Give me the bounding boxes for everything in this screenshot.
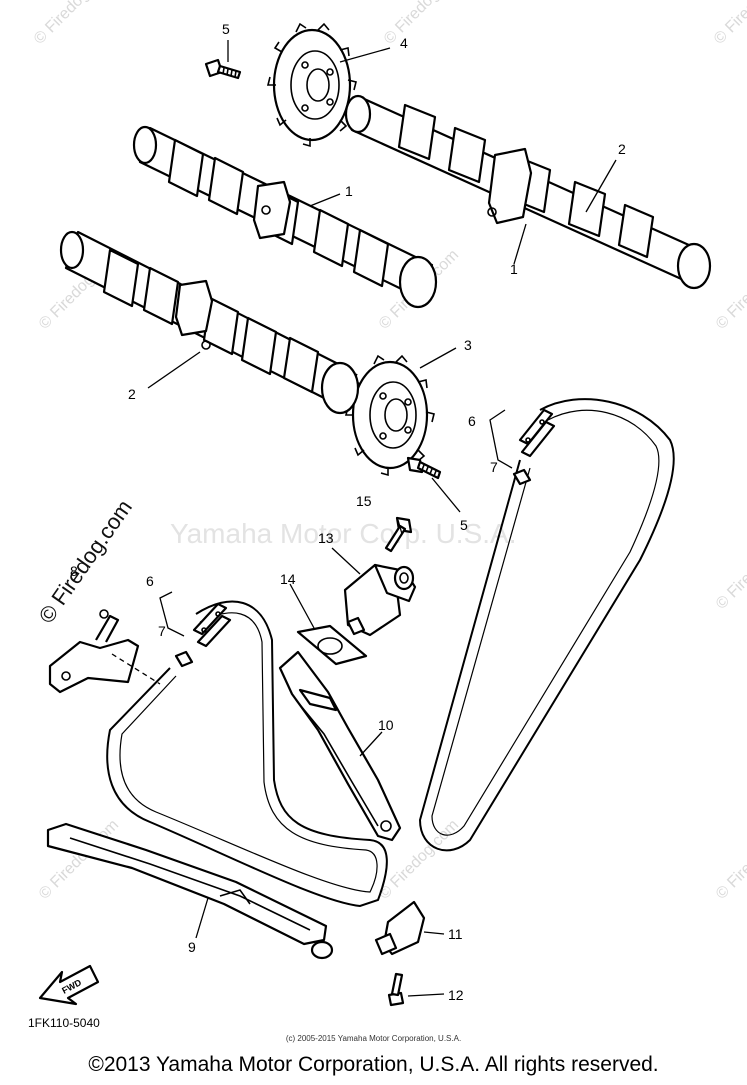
callout-9: 9: [188, 939, 196, 955]
callout-1: 1: [345, 183, 353, 199]
callout-5: 5: [460, 517, 468, 533]
callout-6: 6: [468, 413, 476, 429]
guide-stopper-11: [374, 900, 426, 956]
chain-tensioner-guide-10: [278, 650, 402, 842]
chain-link-7-right: [512, 468, 532, 486]
callout-14: 14: [280, 571, 296, 587]
callout-13: 13: [318, 530, 334, 546]
chain-link-7-left: [174, 650, 194, 668]
callout-6: 6: [146, 573, 154, 589]
chain-guide-bracket-8: [48, 609, 140, 694]
callout-numbers: 5 4 1 2 1 2 3 6 7 5 15 13 8 6 14 7 10 9 …: [70, 21, 626, 1003]
cam-chain-right: [418, 398, 675, 852]
cam-chain-left: [106, 600, 388, 908]
callout-1: 1: [510, 261, 518, 277]
chain-guide-9: [46, 822, 334, 960]
sprocket-bolt-lower: [406, 456, 442, 480]
callout-12: 12: [448, 987, 464, 1003]
small-copyright: (c) 2005-2015 Yamaha Motor Corporation, …: [285, 1034, 462, 1043]
stopper-bolt-12: [387, 972, 405, 1007]
tensioner-gasket-14: [296, 624, 368, 666]
camshaft-left-upper: [132, 125, 438, 309]
firedog-watermark: © Firedog.com: [34, 495, 137, 628]
faint-watermark: © Firedog.com: [713, 816, 747, 902]
callout-3: 3: [464, 337, 472, 353]
callout-7: 7: [490, 459, 498, 475]
leader-lines: [111, 40, 617, 997]
faint-watermark: © Firedog.com: [711, 0, 747, 48]
camshaft-sprocket-3: [344, 354, 435, 477]
chain-link-6-right: [518, 408, 556, 458]
forward-arrow: FWD: [38, 964, 100, 1006]
faint-watermark: © Firedog.com: [31, 0, 117, 48]
sprocket-bolt-upper: [204, 58, 242, 80]
callout-11: 11: [448, 926, 463, 942]
callout-4: 4: [400, 35, 408, 51]
callout-7: 7: [158, 623, 166, 639]
chain-link-6-left: [192, 602, 232, 648]
camshaft-right-upper: [344, 94, 712, 290]
callout-2: 2: [128, 386, 136, 402]
faint-watermark: © Firedog.com: [713, 246, 747, 332]
cam-chain-tensioner-13: [343, 563, 417, 637]
callout-10: 10: [378, 717, 394, 733]
callout-5: 5: [222, 21, 230, 37]
faint-watermark: © Firedog.com: [381, 0, 467, 48]
faint-watermark: © Firedog.com: [713, 526, 747, 612]
callout-2: 2: [618, 141, 626, 157]
center-watermark: Yamaha Motor Corp. U.S.A.: [170, 518, 517, 549]
callout-15: 15: [356, 493, 372, 509]
copyright-footer: ©2013 Yamaha Motor Corporation, U.S.A. A…: [88, 1053, 659, 1076]
callout-8: 8: [70, 563, 78, 579]
diagram-code: 1FK110-5040: [28, 1016, 100, 1030]
camshaft-left-lower: [59, 230, 360, 415]
camshaft-sprocket-4: [266, 22, 357, 148]
